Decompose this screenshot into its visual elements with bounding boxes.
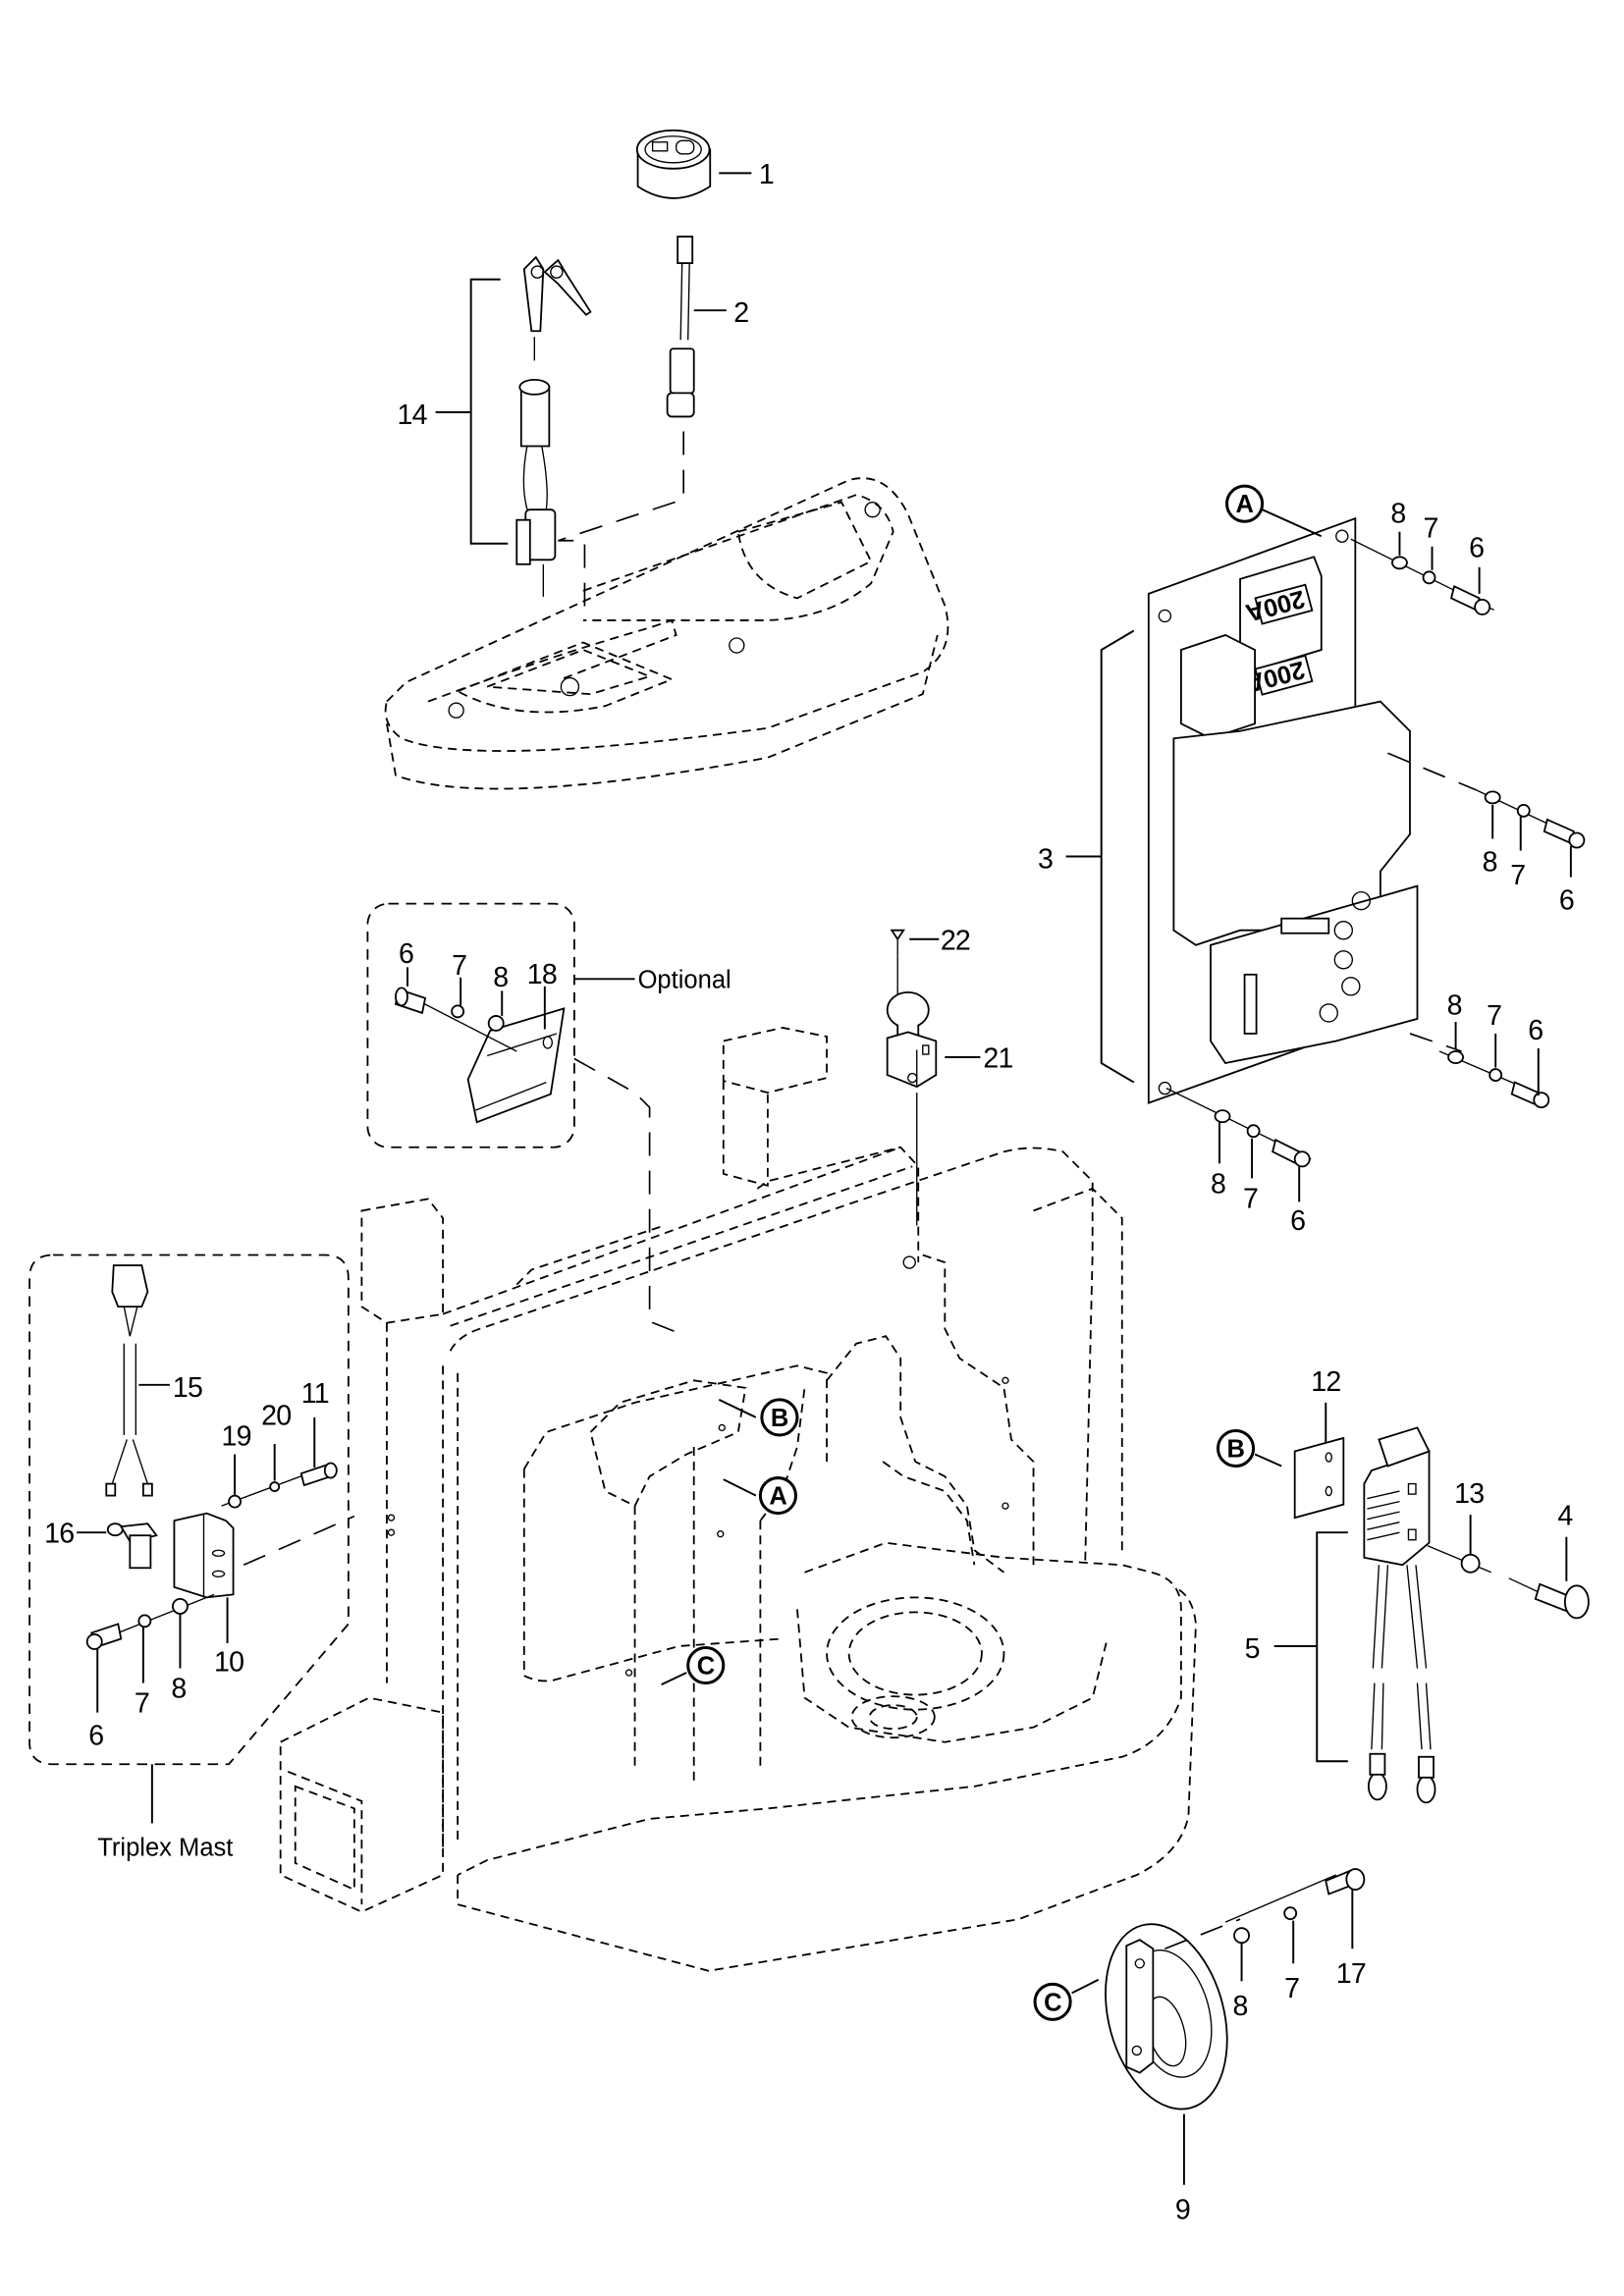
note-triplex-mast: Triplex Mast	[97, 1834, 233, 1861]
reference-circle-a-frame	[758, 1476, 797, 1516]
reference-b-connector: B	[1227, 1436, 1245, 1464]
callout-19: 19	[222, 1420, 251, 1452]
callout-14: 14	[397, 400, 427, 431]
part-1-display-meter	[635, 129, 712, 199]
fastener-set-panel-middle	[1387, 752, 1586, 878]
part-22-screw	[890, 929, 905, 1001]
leader-reference-a-panel	[1262, 508, 1323, 538]
callout-16: 16	[44, 1519, 74, 1550]
callout-6-panel-bottom: 6	[1290, 1205, 1305, 1237]
reference-b-frame: B	[771, 1405, 788, 1432]
fastener-set-triplex	[85, 1593, 215, 1713]
callout-3: 3	[1038, 844, 1053, 876]
callout-4: 4	[1557, 1501, 1573, 1532]
bracket-14	[469, 278, 509, 545]
callout-10: 10	[214, 1647, 244, 1679]
reference-circle-a-panel	[1225, 484, 1265, 523]
reference-a-frame: A	[769, 1483, 786, 1511]
leader-reference-a-frame	[723, 1478, 757, 1497]
leader-reference-b-frame	[718, 1398, 757, 1418]
callout-21: 21	[983, 1043, 1012, 1075]
callout-8-triplex: 8	[171, 1674, 186, 1705]
part-12-contact-plate	[1293, 1402, 1345, 1520]
main-frame-phantom	[279, 1027, 1197, 1972]
callout-9: 9	[1175, 2194, 1190, 2225]
triplex-mast-group-box	[28, 1254, 350, 1766]
leader-reference-b-connector	[1254, 1453, 1282, 1468]
callout-20: 20	[261, 1400, 291, 1431]
callout-11: 11	[301, 1378, 329, 1410]
note-optional: Optional	[638, 966, 731, 993]
axis-line-10	[243, 1515, 355, 1567]
part-2-wire-harness	[666, 236, 695, 418]
callout-17: 17	[1336, 1958, 1366, 1990]
part-3-controller-panel: 200A 200A	[1147, 516, 1419, 1104]
callout-7-optional: 7	[452, 950, 466, 982]
axis-line-2	[558, 431, 685, 620]
part-18-cover-plate	[466, 1007, 566, 1124]
reference-c-frame: C	[697, 1653, 715, 1681]
callout-8-panel-lower: 8	[1447, 989, 1462, 1021]
part-10-mounting-bracket	[173, 1512, 235, 1643]
leader-reference-c-frame	[661, 1672, 687, 1685]
callout-15: 15	[173, 1372, 202, 1404]
callout-8-optional: 8	[493, 962, 508, 993]
fastener-set-horn	[1164, 1868, 1366, 1982]
axis-line-18	[573, 1057, 687, 1337]
fastener-set-optional	[394, 967, 546, 1052]
part-16-proximity-switch	[106, 1522, 158, 1570]
part-15-sensor-harness	[105, 1264, 153, 1497]
callout-7-panel-lower: 7	[1487, 1000, 1501, 1032]
part-21-emergency-stop	[886, 990, 938, 1089]
callout-7-horn: 7	[1284, 1973, 1299, 2004]
reference-a-panel: A	[1236, 491, 1254, 518]
reference-circle-b-connector	[1216, 1428, 1256, 1468]
fastener-set-19-20-11	[221, 1416, 338, 1509]
callout-12: 12	[1311, 1366, 1340, 1398]
callout-7-panel-middle: 7	[1510, 860, 1525, 891]
part-14-key-switch	[515, 255, 592, 597]
part-4-bolt	[1508, 1536, 1590, 1620]
callout-6-panel-middle: 6	[1559, 885, 1574, 917]
part-5-battery-connector	[1363, 1426, 1436, 1804]
callout-1: 1	[759, 159, 774, 190]
optional-group-box	[366, 902, 575, 1148]
callout-6-triplex: 6	[88, 1721, 103, 1752]
callout-8-panel-middle: 8	[1483, 847, 1497, 879]
callout-7-panel-bottom: 7	[1243, 1183, 1258, 1214]
callout-22: 22	[941, 925, 970, 956]
fastener-set-panel-bottom	[1165, 1087, 1312, 1202]
callout-18: 18	[527, 959, 557, 990]
callout-8-panel-bottom: 8	[1211, 1168, 1225, 1200]
reference-circle-c-frame	[686, 1645, 726, 1685]
part-13-washer	[1427, 1515, 1491, 1574]
top-cover-phantom	[384, 477, 949, 790]
part-9-horn	[1105, 1923, 1228, 2185]
bracket-3	[1100, 629, 1135, 1084]
callout-8-panel-top: 8	[1390, 499, 1405, 530]
bracket-5	[1316, 1531, 1348, 1763]
callout-2: 2	[733, 297, 748, 329]
fastener-set-panel-lower	[1409, 1021, 1550, 1109]
callout-5: 5	[1245, 1633, 1260, 1665]
callout-7-triplex: 7	[135, 1688, 149, 1720]
callout-7-panel-top: 7	[1424, 513, 1438, 545]
callout-6-optional: 6	[399, 938, 413, 970]
reference-c-horn: C	[1044, 1989, 1061, 2016]
callout-8-horn: 8	[1233, 1991, 1248, 2022]
callout-6-panel-top: 6	[1469, 532, 1484, 563]
callout-6-panel-lower: 6	[1528, 1015, 1543, 1046]
reference-circle-c-horn	[1033, 1982, 1072, 2021]
callout-13: 13	[1454, 1478, 1484, 1510]
reference-circle-b-frame	[760, 1398, 799, 1437]
leader-reference-c-horn	[1071, 1978, 1100, 1995]
fastener-set-panel-top	[1350, 531, 1494, 615]
